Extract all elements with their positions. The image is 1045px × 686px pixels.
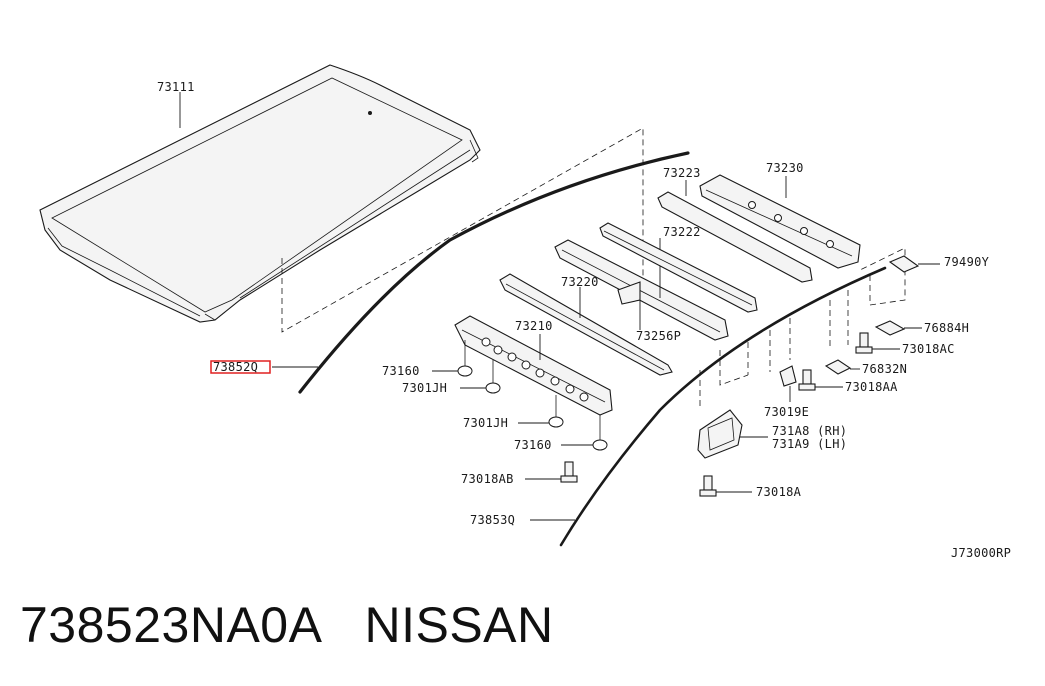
roof-panel xyxy=(39,64,481,323)
label-731a9: 731A9 (LH) xyxy=(772,437,847,451)
label-73018ac: 73018AC xyxy=(902,342,955,356)
roof-exploded-view: 73111 73852Q 73853Q 73210 73220 73222 73… xyxy=(39,64,1011,560)
clip-73019e xyxy=(779,365,797,402)
label-73160-upper: 73160 xyxy=(382,364,420,378)
label-7301jh-lower: 7301JH xyxy=(463,416,508,430)
bolt-73018ab xyxy=(525,461,578,483)
label-73018aa: 73018AA xyxy=(845,380,898,394)
label-73223: 73223 xyxy=(663,166,701,180)
label-73220: 73220 xyxy=(561,275,599,289)
rear-bow xyxy=(657,174,861,283)
side-bracket xyxy=(697,409,768,459)
label-731a8: 731A8 (RH) xyxy=(772,424,847,438)
label-73160-lower: 73160 xyxy=(514,438,552,452)
label-73230: 73230 xyxy=(766,161,804,175)
caption-brand: NISSAN xyxy=(364,597,554,653)
molding-lh xyxy=(298,151,690,394)
part-caption: 738523NA0A NISSAN xyxy=(20,596,554,654)
caption-part-number: 738523NA0A xyxy=(20,597,323,653)
bolt-73018aa xyxy=(798,369,843,391)
front-bow xyxy=(454,315,613,416)
bolts xyxy=(525,332,900,497)
bow-2 xyxy=(499,273,673,376)
label-73853q: 73853Q xyxy=(470,513,515,527)
label-73256p: 73256P xyxy=(636,329,681,343)
label-73019e: 73019E xyxy=(764,405,809,419)
label-73210: 73210 xyxy=(515,319,553,333)
molding-rh xyxy=(559,266,887,547)
bow-4 xyxy=(599,180,758,313)
bow-3 xyxy=(554,238,729,341)
highlight-box xyxy=(210,360,271,374)
label-76832n: 76832N xyxy=(862,362,907,376)
label-7301jh-upper: 7301JH xyxy=(402,381,447,395)
label-73852q: 73852Q xyxy=(213,360,258,374)
bolt-73018ac xyxy=(855,332,900,354)
label-79490y: 79490Y xyxy=(944,255,990,269)
label-73018ab: 73018AB xyxy=(461,472,514,486)
label-diagram-code: J73000RP xyxy=(951,546,1011,560)
label-73222: 73222 xyxy=(663,225,701,239)
label-73018a: 73018A xyxy=(756,485,802,499)
right-pads xyxy=(824,255,940,375)
bolt-73018a xyxy=(699,475,752,497)
label-73111: 73111 xyxy=(157,80,195,94)
small-parts xyxy=(432,340,608,451)
label-76884h: 76884H xyxy=(924,321,969,335)
